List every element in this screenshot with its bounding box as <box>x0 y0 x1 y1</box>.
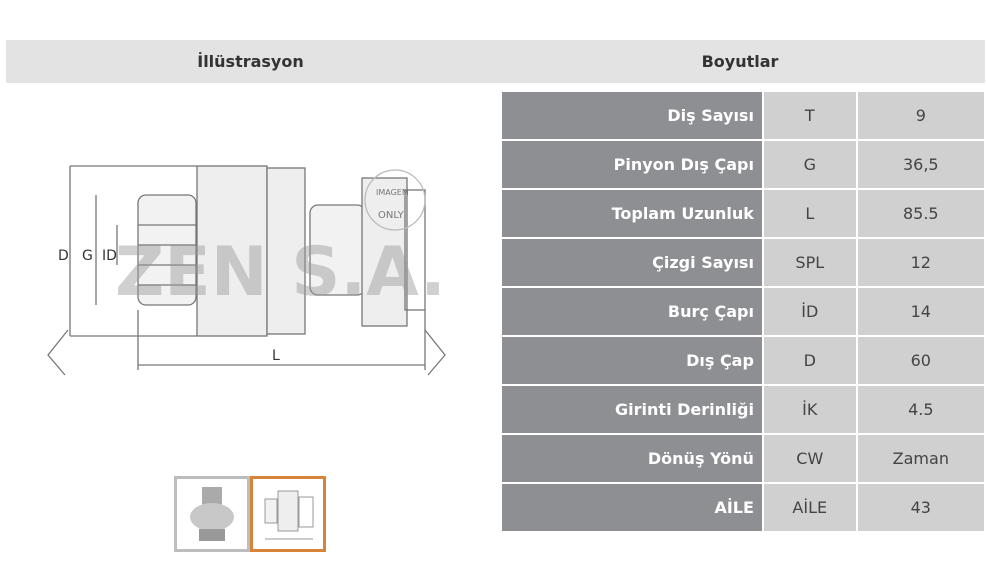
technical-drawing: D G ID L ZEN S.A. IMAGEM ONLY <box>47 165 446 376</box>
row-label: AİLE <box>500 482 764 533</box>
row-value: 14 <box>855 286 986 337</box>
svg-text:ONLY: ONLY <box>378 210 405 221</box>
row-code: AİLE <box>761 482 858 533</box>
row-value: 60 <box>855 335 986 386</box>
row-label: Diş Sayısı <box>500 92 764 141</box>
next-arrow-icon[interactable] <box>424 329 446 376</box>
row-code: SPL <box>761 237 858 288</box>
row-label: Dönüş Yönü <box>500 433 764 484</box>
row-code: İK <box>761 384 858 435</box>
row-value: 36,5 <box>855 139 986 190</box>
row-code: L <box>761 188 858 239</box>
dim-label-l: L <box>272 348 280 364</box>
watermark-logo: ZEN S.A. <box>115 233 446 312</box>
stamp-text: IMAGEM <box>376 188 409 197</box>
row-label: Dış Çap <box>500 335 764 386</box>
row-label: Girinti Derinliği <box>500 384 764 435</box>
row-value: 12 <box>855 237 986 288</box>
row-label: Burç Çapı <box>500 286 764 337</box>
row-value: 4.5 <box>855 384 986 435</box>
row-value: 43 <box>855 482 986 533</box>
starter-drive-photo-icon <box>190 487 234 541</box>
row-value: 85.5 <box>855 188 986 239</box>
row-value: Zaman <box>855 433 986 484</box>
drawing-thumb-icon <box>264 490 314 540</box>
row-code: T <box>761 92 858 141</box>
dim-label-d: D <box>58 248 69 264</box>
dimensions-header: Boyutlar <box>495 40 985 83</box>
row-value: 9 <box>855 92 986 141</box>
row-label: Pinyon Dış Çapı <box>500 139 764 190</box>
row-code: G <box>761 139 858 190</box>
illustration-header: İllüstrasyon <box>6 40 495 83</box>
row-label: Çizgi Sayısı <box>500 237 764 288</box>
row-code: CW <box>761 433 858 484</box>
thumbnail-strip <box>174 476 326 552</box>
row-code: İD <box>761 286 858 337</box>
prev-arrow-icon[interactable] <box>47 329 69 376</box>
thumbnail-photo[interactable] <box>174 476 250 552</box>
row-code: D <box>761 335 858 386</box>
row-label: Toplam Uzunluk <box>500 188 764 239</box>
thumbnail-drawing[interactable] <box>250 476 326 552</box>
dim-label-id: ID <box>102 248 117 264</box>
dim-label-g: G <box>82 248 93 264</box>
